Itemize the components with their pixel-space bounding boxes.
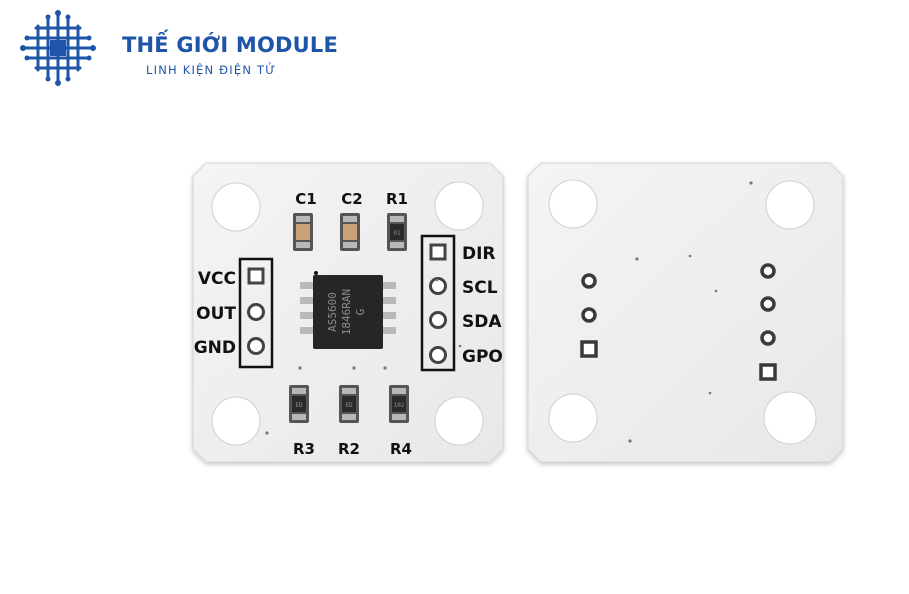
pin-label-dir: DIR <box>462 244 496 264</box>
pin-label-scl: SCL <box>462 278 498 298</box>
label-r3: R3 <box>293 440 315 458</box>
chip-marking-3: G <box>354 309 367 316</box>
pin-label-out: OUT <box>196 304 236 324</box>
r1-code: 01 <box>393 230 401 237</box>
label-r1: R1 <box>386 190 408 208</box>
pin-label-vcc: VCC <box>198 269 236 289</box>
board-back <box>527 162 844 463</box>
label-r4: R4 <box>390 440 412 458</box>
brand-title: THẾ GIỚI MODULE <box>122 33 339 57</box>
mounting-holes <box>211 181 484 446</box>
top-smd-components: 01 <box>293 213 407 251</box>
board-front: 01 ED ED 102 C1 C2 R1 R3 R2 <box>192 162 504 463</box>
back-pads-right <box>759 263 777 381</box>
circuit-logo-icon <box>20 10 96 86</box>
back-pads-left <box>580 273 598 358</box>
pin-label-gnd: GND <box>194 338 236 358</box>
label-r2: R2 <box>338 440 360 458</box>
pin-label-gpo: GPO <box>462 347 503 367</box>
back-mounting-holes <box>548 179 817 445</box>
label-c1: C1 <box>295 190 316 208</box>
component-labels: C1 C2 R1 R3 R2 R4 <box>293 190 412 458</box>
r2-code: ED <box>345 402 353 409</box>
brand-subtitle: LINH KIỆN ĐIỆN TỬ <box>146 63 277 77</box>
bottom-smd-components: ED ED 102 <box>289 385 409 423</box>
front-vias <box>265 278 462 435</box>
right-pin-header: DIR SCL SDA GPO <box>420 234 503 372</box>
as5600-chip: AS5600 1846RAN G <box>300 271 396 349</box>
pin-label-sda: SDA <box>462 312 502 332</box>
chip-marking-2: 1846RAN <box>340 289 353 335</box>
back-vias <box>628 181 753 443</box>
label-c2: C2 <box>341 190 362 208</box>
chip-marking-1: AS5600 <box>326 292 339 332</box>
r3-code: ED <box>295 402 303 409</box>
left-pin-header: VCC OUT GND <box>194 257 274 369</box>
r4-code: 102 <box>394 402 405 409</box>
brand-logo: THẾ GIỚI MODULE LINH KIỆN ĐIỆN TỬ <box>18 8 338 88</box>
